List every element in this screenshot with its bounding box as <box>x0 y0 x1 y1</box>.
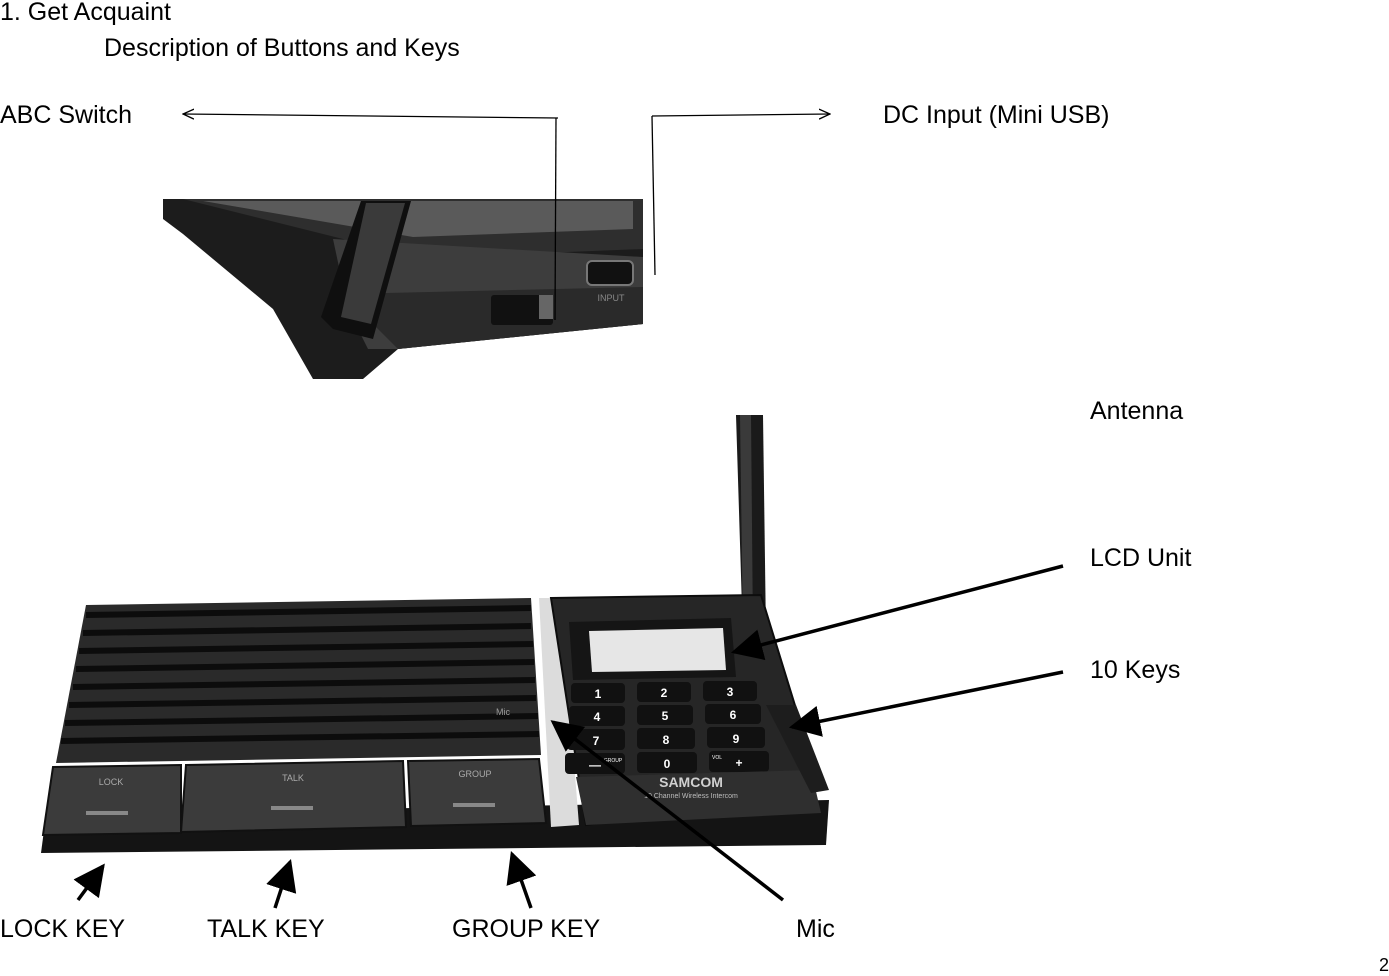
mic-pointer <box>550 720 785 902</box>
key-2[interactable]: 2 <box>637 682 691 702</box>
talk-button-label: TALK <box>282 773 304 783</box>
lock-key-pointer <box>73 863 105 902</box>
section-subheading: Description of Buttons and Keys <box>104 34 460 62</box>
svg-text:+: + <box>735 756 742 770</box>
ten-keys-label: 10 Keys <box>1090 656 1181 684</box>
lock-button-label: LOCK <box>99 777 124 787</box>
key-8[interactable]: 8 <box>637 728 695 749</box>
svg-text:8: 8 <box>663 733 670 747</box>
svg-text:GROUP: GROUP <box>604 758 623 764</box>
speaker-grille <box>60 605 540 744</box>
port-label: INPUT <box>598 293 626 303</box>
key-9[interactable]: 9 <box>707 727 765 748</box>
page-number: 2 <box>1378 955 1389 975</box>
mic-label: Mic <box>796 915 835 943</box>
lcd-unit-label: LCD Unit <box>1090 544 1192 572</box>
svg-text:9: 9 <box>733 732 740 746</box>
svg-text:4: 4 <box>594 710 601 724</box>
key-3[interactable]: 3 <box>703 681 757 701</box>
device-front-photo: Mic LOCK TALK GROUP 1 2 3 4 5 6 7 8 9 —G… <box>31 415 830 859</box>
device-side-photo: INPUT <box>163 199 643 379</box>
section-heading: 1. Get Acquaint <box>0 0 171 26</box>
key-plus-vol[interactable]: + VOL <box>709 751 769 772</box>
svg-text:2: 2 <box>661 686 668 700</box>
group-button-label: GROUP <box>458 769 491 779</box>
talk-button[interactable]: TALK <box>179 759 408 834</box>
group-key-label: GROUP KEY <box>452 915 601 943</box>
svg-text:5: 5 <box>662 709 669 723</box>
brand-tagline: 10 Channel Wireless Intercom <box>644 793 738 800</box>
dc-input-pointer <box>651 114 830 276</box>
svg-text:—: — <box>589 758 601 772</box>
lock-key-label: LOCK KEY <box>0 915 126 943</box>
lcd-screen <box>569 618 736 680</box>
svg-text:3: 3 <box>727 685 734 699</box>
ten-keys-pointer <box>788 670 1064 737</box>
svg-text:1: 1 <box>595 687 602 701</box>
svg-text:0: 0 <box>664 757 671 771</box>
key-1[interactable]: 1 <box>571 683 625 703</box>
talk-key-pointer <box>266 859 297 909</box>
key-6[interactable]: 6 <box>705 704 761 724</box>
svg-text:6: 6 <box>730 708 737 722</box>
dc-input-label: DC Input (Mini USB) <box>883 101 1110 129</box>
abc-switch-label: ABC Switch <box>0 101 132 129</box>
brand-logo: SAMCOM <box>659 774 723 790</box>
group-button[interactable]: GROUP <box>406 757 548 828</box>
svg-text:VOL: VOL <box>712 755 722 761</box>
group-key-pointer <box>506 851 537 909</box>
key-5[interactable]: 5 <box>637 705 693 725</box>
mic-mark: Mic <box>496 707 510 717</box>
key-minus-group[interactable]: —GROUP <box>565 753 625 774</box>
talk-key-label: TALK KEY <box>207 915 325 943</box>
antenna-label: Antenna <box>1090 397 1184 425</box>
key-0[interactable]: 0 <box>637 752 697 773</box>
abc-switch-pointer <box>183 114 559 321</box>
svg-text:7: 7 <box>593 734 600 748</box>
lcd-unit-pointer <box>730 564 1064 661</box>
